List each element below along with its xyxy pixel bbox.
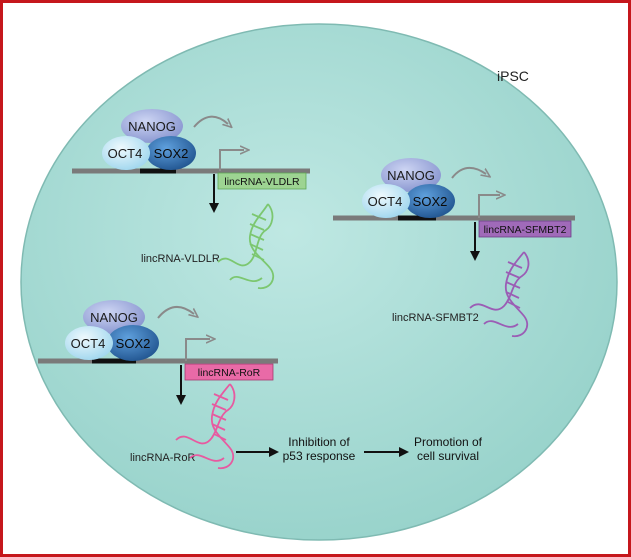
cell-label: iPSC [497,68,529,84]
transcription-start-arrow [478,195,500,218]
nanog-label: NANOG [128,119,176,134]
oct4-label: OCT4 [71,336,106,351]
oct4-factor [362,184,410,218]
gene-module-sfmbt2: NANOG OCT4 SOX2 lincRNA-SFMBT2 lincRNA-S… [333,158,575,338]
oct4-label: OCT4 [108,146,143,161]
activation-arrow [157,306,194,319]
oct4-label: OCT4 [368,194,403,209]
activation-arrow [451,167,486,179]
gene-box-vldlr-label: lincRNA-VLDLR [224,176,300,188]
pathway-step-survival-line2: cell survival [417,449,479,463]
gene-box-ror [184,363,274,381]
gene-box-sfmbt2 [478,220,572,238]
pathway-step-survival-line1: Promotion of [414,435,483,449]
transcription-start-arrow [185,339,210,361]
gene-box-sfmbt2-label: lincRNA-SFMBT2 [484,224,567,236]
nanog-factor [121,109,183,143]
sox2-label: SOX2 [413,194,448,209]
nanog-label: NANOG [387,168,435,183]
gene-box-ror-label: lincRNA-RoR [198,367,261,379]
sox2-label: SOX2 [154,146,189,161]
oct4-factor [102,136,150,170]
activation-arrow [193,115,228,127]
gene-module-vldlr: NANOG OCT4 SOX2 lincRNA-VLDLR lincRNA-VL… [72,109,310,290]
gene-box-vldlr [217,172,307,190]
downstream-pathway: Inhibition of p53 response Promotion of … [236,435,483,463]
rna-label-sfmbt2: lincRNA-SFMBT2 [392,312,479,324]
sox2-factor [405,184,455,218]
rna-hairpin-sfmbt2 [469,251,530,338]
sox2-factor [107,325,159,361]
rna-hairpin-vldlr [217,203,275,290]
rna-label-vldlr: lincRNA-VLDLR [141,253,220,265]
transcription-start-arrow [219,150,244,171]
pathway-step-inhibition-line1: Inhibition of [288,435,350,449]
oct4-factor [65,326,113,360]
rna-hairpin-ror [175,383,236,470]
pathway-step-inhibition-line2: p53 response [283,449,356,463]
sox2-label: SOX2 [116,336,151,351]
rna-label-ror: lincRNA-RoR [130,452,195,464]
gene-module-ror: NANOG OCT4 SOX2 lincRNA-RoR lincRNA-RoR [38,300,278,470]
sox2-factor [146,136,196,170]
nanog-label: NANOG [90,310,138,325]
nanog-factor [381,158,441,192]
